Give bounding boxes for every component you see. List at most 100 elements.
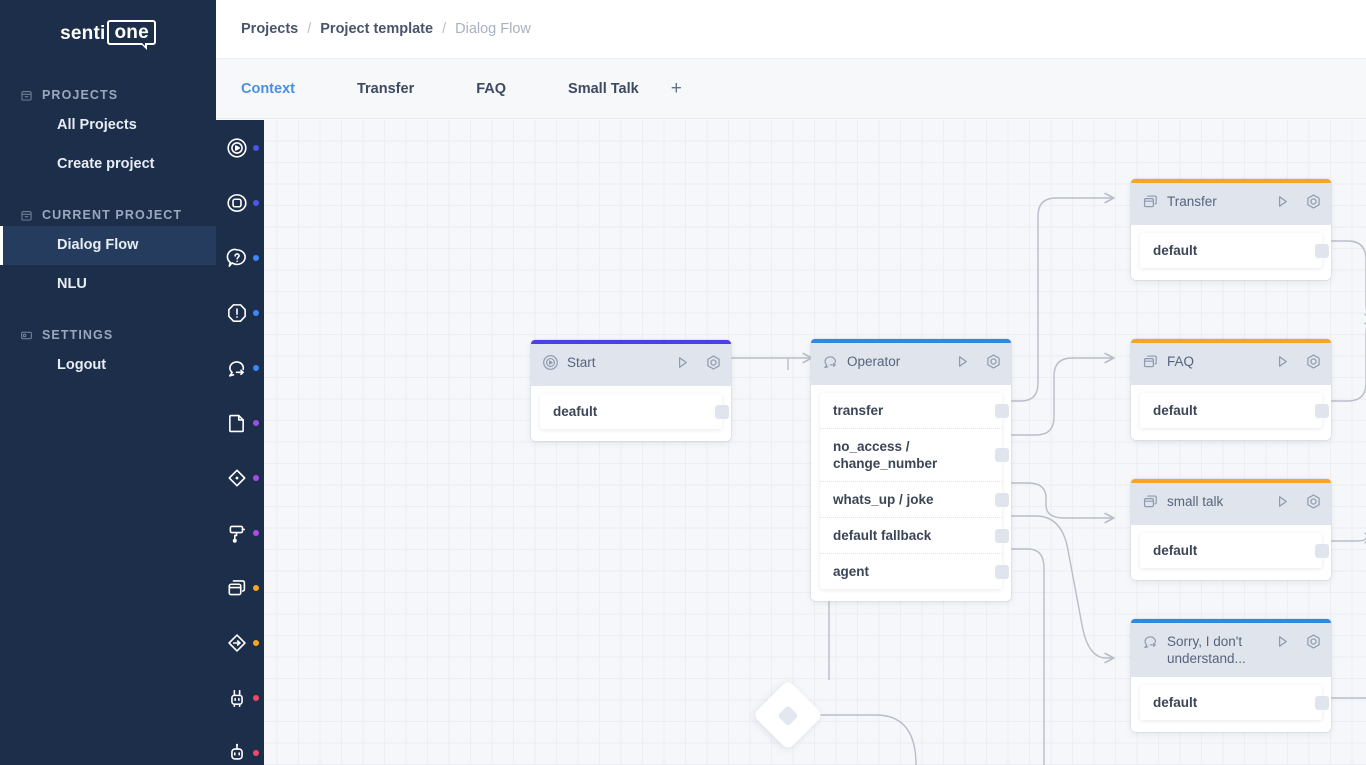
bubble-arrow-icon bbox=[822, 353, 839, 375]
node-row[interactable]: default fallback bbox=[820, 518, 1009, 554]
breadcrumb-item-project-template[interactable]: Project template bbox=[320, 21, 434, 37]
node-settings-icon[interactable] bbox=[1305, 493, 1322, 515]
node-body: deafult bbox=[531, 386, 731, 441]
palette-status-dot bbox=[253, 309, 259, 316]
flow-canvas[interactable]: Start deafult Operator transfer no_access / … bbox=[216, 120, 1366, 765]
flow-node-start[interactable]: Start deafult bbox=[531, 340, 731, 441]
node-settings-icon[interactable] bbox=[1305, 193, 1322, 215]
sidebar-item-create-project[interactable]: Create project bbox=[57, 156, 155, 172]
node-output-port[interactable] bbox=[1315, 695, 1329, 710]
node-output-port[interactable] bbox=[1315, 403, 1329, 418]
node-row-list: default bbox=[1140, 393, 1329, 428]
node-row-label: no_access / change_number bbox=[833, 439, 938, 471]
boxes-icon bbox=[1142, 193, 1159, 215]
node-settings-icon[interactable] bbox=[1305, 633, 1322, 655]
sidebar-section-settings: SETTINGS bbox=[0, 324, 216, 346]
node-output-port[interactable] bbox=[1315, 543, 1329, 558]
node-output-port[interactable] bbox=[1315, 243, 1329, 258]
node-run-icon[interactable] bbox=[954, 353, 971, 375]
tab-context[interactable]: Context bbox=[241, 80, 295, 97]
flow-node-sorry[interactable]: Sorry, I don't understand... default bbox=[1131, 619, 1331, 732]
node-run-icon[interactable] bbox=[1274, 633, 1291, 655]
add-tab-button[interactable]: + bbox=[670, 77, 682, 99]
palette-status-dot bbox=[253, 529, 259, 536]
node-row[interactable]: default bbox=[1140, 233, 1329, 268]
node-output-port[interactable] bbox=[995, 448, 1009, 462]
alert-octagon-icon bbox=[226, 302, 248, 324]
node-row-label: default fallback bbox=[833, 528, 932, 543]
palette-diamond-dot-icon[interactable] bbox=[216, 450, 264, 505]
node-title: small talk bbox=[1167, 494, 1224, 509]
palette-status-dot bbox=[253, 639, 259, 646]
node-accent-bar bbox=[1131, 179, 1331, 183]
breadcrumb-item-projects[interactable]: Projects bbox=[241, 21, 299, 37]
palette-diamond-arrow-icon[interactable] bbox=[216, 615, 264, 670]
play-circle-icon bbox=[226, 137, 248, 159]
node-header[interactable]: Transfer bbox=[1131, 183, 1331, 225]
node-output-port[interactable] bbox=[715, 404, 729, 419]
sidebar-item-nlu[interactable]: NLU bbox=[57, 276, 87, 292]
node-output-port[interactable] bbox=[995, 403, 1009, 418]
breadcrumb-item-dialog-flow: Dialog Flow bbox=[455, 21, 531, 37]
node-header[interactable]: Start bbox=[531, 344, 731, 386]
palette-status-dot bbox=[253, 199, 259, 206]
sidebar-section-label: SETTINGS bbox=[42, 328, 114, 342]
logo-text-senti: senti bbox=[60, 22, 106, 44]
palette-paint-roller-icon[interactable] bbox=[216, 505, 264, 560]
palette-bubble-arrow-icon[interactable] bbox=[216, 340, 264, 395]
logo-text-one: one bbox=[114, 21, 149, 43]
flow-node-faq[interactable]: FAQ default bbox=[1131, 339, 1331, 440]
flow-node-small-talk[interactable]: small talk default bbox=[1131, 479, 1331, 580]
app-logo[interactable]: senti one bbox=[0, 0, 216, 64]
node-run-icon[interactable] bbox=[1274, 353, 1291, 375]
node-row[interactable]: default bbox=[1140, 685, 1329, 720]
node-accent-bar bbox=[1131, 339, 1331, 343]
tab-transfer[interactable]: Transfer bbox=[356, 80, 415, 97]
node-settings-icon[interactable] bbox=[985, 353, 1002, 375]
node-settings-icon[interactable] bbox=[705, 354, 722, 376]
node-run-icon[interactable] bbox=[1274, 493, 1291, 515]
node-run-icon[interactable] bbox=[674, 354, 691, 376]
node-row[interactable]: deafult bbox=[540, 394, 729, 429]
node-output-port[interactable] bbox=[995, 564, 1009, 579]
palette-document-icon[interactable] bbox=[216, 395, 264, 450]
flow-node-transfer[interactable]: Transfer default bbox=[1131, 179, 1331, 280]
node-header[interactable]: FAQ bbox=[1131, 343, 1331, 385]
node-run-icon[interactable] bbox=[1274, 193, 1291, 215]
node-row[interactable]: default bbox=[1140, 393, 1329, 428]
palette-stop-square-icon[interactable] bbox=[216, 175, 264, 230]
diamond-arrow-icon bbox=[226, 632, 248, 654]
node-header[interactable]: Sorry, I don't understand... bbox=[1131, 623, 1331, 677]
node-row[interactable]: no_access / change_number bbox=[820, 429, 1009, 482]
node-output-port[interactable] bbox=[995, 492, 1009, 507]
palette-robot-head-icon[interactable] bbox=[216, 725, 264, 765]
palette-robot-icon[interactable] bbox=[216, 670, 264, 725]
paint-roller-icon bbox=[226, 522, 248, 544]
sidebar-item-dialog-flow[interactable]: Dialog Flow bbox=[0, 226, 216, 265]
tab-small-talk[interactable]: Small Talk bbox=[568, 80, 639, 97]
palette-boxes-icon[interactable] bbox=[216, 560, 264, 615]
node-output-port[interactable] bbox=[995, 528, 1009, 543]
tab-faq[interactable]: FAQ bbox=[476, 80, 507, 97]
palette-question-bubble-icon[interactable] bbox=[216, 230, 264, 285]
archive-icon bbox=[20, 209, 33, 222]
node-row[interactable]: agent bbox=[820, 554, 1009, 589]
archive-icon bbox=[20, 89, 33, 102]
node-row-label: default bbox=[1153, 543, 1198, 558]
node-body: transfer no_access / change_number whats_u… bbox=[811, 385, 1011, 601]
node-row[interactable]: whats_up / joke bbox=[820, 482, 1009, 518]
palette-status-dot bbox=[253, 749, 259, 756]
node-row[interactable]: default bbox=[1140, 533, 1329, 568]
palette-status-dot bbox=[253, 694, 259, 701]
node-header[interactable]: small talk bbox=[1131, 483, 1331, 525]
palette-alert-octagon-icon[interactable] bbox=[216, 285, 264, 340]
node-header[interactable]: Operator bbox=[811, 343, 1011, 385]
node-row[interactable]: transfer bbox=[820, 393, 1009, 429]
palette-play-circle-icon[interactable] bbox=[216, 120, 264, 175]
sidebar-item-logout[interactable]: Logout bbox=[57, 357, 107, 373]
node-row-label: default bbox=[1153, 695, 1198, 710]
flow-node-operator[interactable]: Operator transfer no_access / change_numbe… bbox=[811, 339, 1011, 601]
sidebar-item-all-projects[interactable]: All Projects bbox=[57, 117, 137, 133]
node-settings-icon[interactable] bbox=[1305, 353, 1322, 375]
